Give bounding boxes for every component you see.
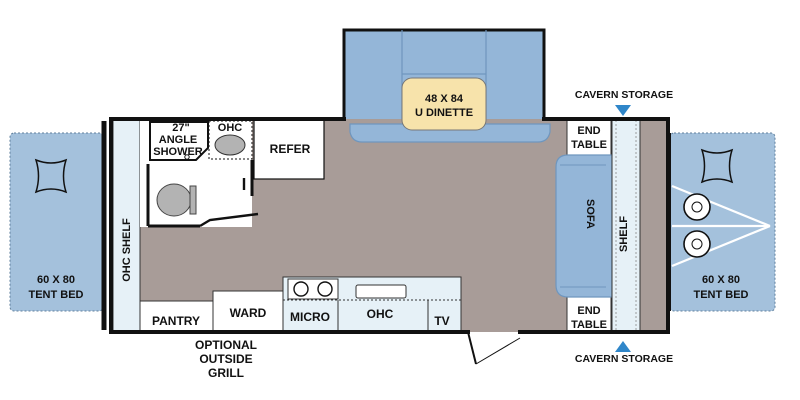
shower-label: SHOWER (153, 146, 203, 158)
angle-shower (149, 121, 209, 161)
dinette-label: U DINETTE (415, 107, 473, 119)
dinette-cushions (349, 123, 551, 143)
kitchen-sink (355, 284, 407, 299)
shower-angle: ANGLE (159, 134, 198, 146)
left-tent-size: 60 X 80 (37, 274, 75, 286)
exterior-walls (109, 117, 670, 334)
grill-label-3: GRILL (208, 366, 244, 380)
bath-ohc-label: OHC (218, 122, 243, 134)
refer-label: REFER (270, 142, 311, 156)
shelf-label: SHELF (618, 216, 630, 252)
end-table-top (566, 118, 612, 156)
right-tent-bed (669, 132, 776, 312)
right-tent-label: TENT BED (694, 289, 749, 301)
ohc-shelf-label: OHC SHELF (121, 218, 133, 282)
toilet-tank (189, 185, 197, 215)
shelf (611, 118, 641, 333)
burner-icon-1 (293, 281, 309, 297)
grill-label-1: OPTIONAL (195, 338, 257, 352)
left-tent-label: TENT BED (29, 289, 84, 301)
stove-top (287, 278, 339, 300)
dinette-size: 48 X 84 (425, 93, 464, 105)
ohc-shelf (112, 118, 141, 333)
burner-icon-2 (317, 281, 333, 297)
ward-label: WARD (230, 306, 267, 320)
spare-tire-top (683, 193, 711, 221)
hitch-tongue (671, 184, 771, 268)
sofa (555, 154, 613, 298)
cavern-storage-bottom-arrow (615, 341, 631, 352)
end-table-bottom-label-2: TABLE (571, 319, 607, 331)
micro-label: MICRO (290, 310, 330, 324)
grill-label-2: OUTSIDE (199, 352, 252, 366)
kitchen-ohc-label: OHC (367, 307, 394, 321)
end-table-top-label-1: END (577, 125, 600, 137)
shower-drain-icon (184, 154, 190, 160)
spare-tire-bottom-hub (691, 238, 703, 250)
cavern-storage-bottom-label: CAVERN STORAGE (575, 353, 673, 365)
right-pillow-icon (700, 148, 734, 184)
wardrobe (212, 290, 284, 333)
right-tent-size: 60 X 80 (702, 274, 740, 286)
sofa-label: SOFA (584, 199, 596, 229)
left-pillow-icon (34, 158, 68, 194)
pantry-label: PANTRY (152, 314, 200, 328)
cavern-storage-top-arrow (615, 105, 631, 116)
dinette-table (401, 77, 487, 131)
cavern-storage-top-label: CAVERN STORAGE (575, 89, 673, 101)
end-table-bottom-label-1: END (577, 305, 600, 317)
bath-sink-icon (214, 134, 246, 156)
shower-size: 27" (172, 122, 189, 134)
end-table-top-label-2: TABLE (571, 139, 607, 151)
tv-label: TV (434, 314, 449, 328)
end-table-bottom (566, 296, 612, 333)
spare-tire-top-hub (691, 201, 703, 213)
entry-door (467, 331, 521, 365)
spare-tire-bottom (683, 230, 711, 258)
toilet-icon (156, 183, 192, 217)
bath-door (199, 212, 259, 228)
